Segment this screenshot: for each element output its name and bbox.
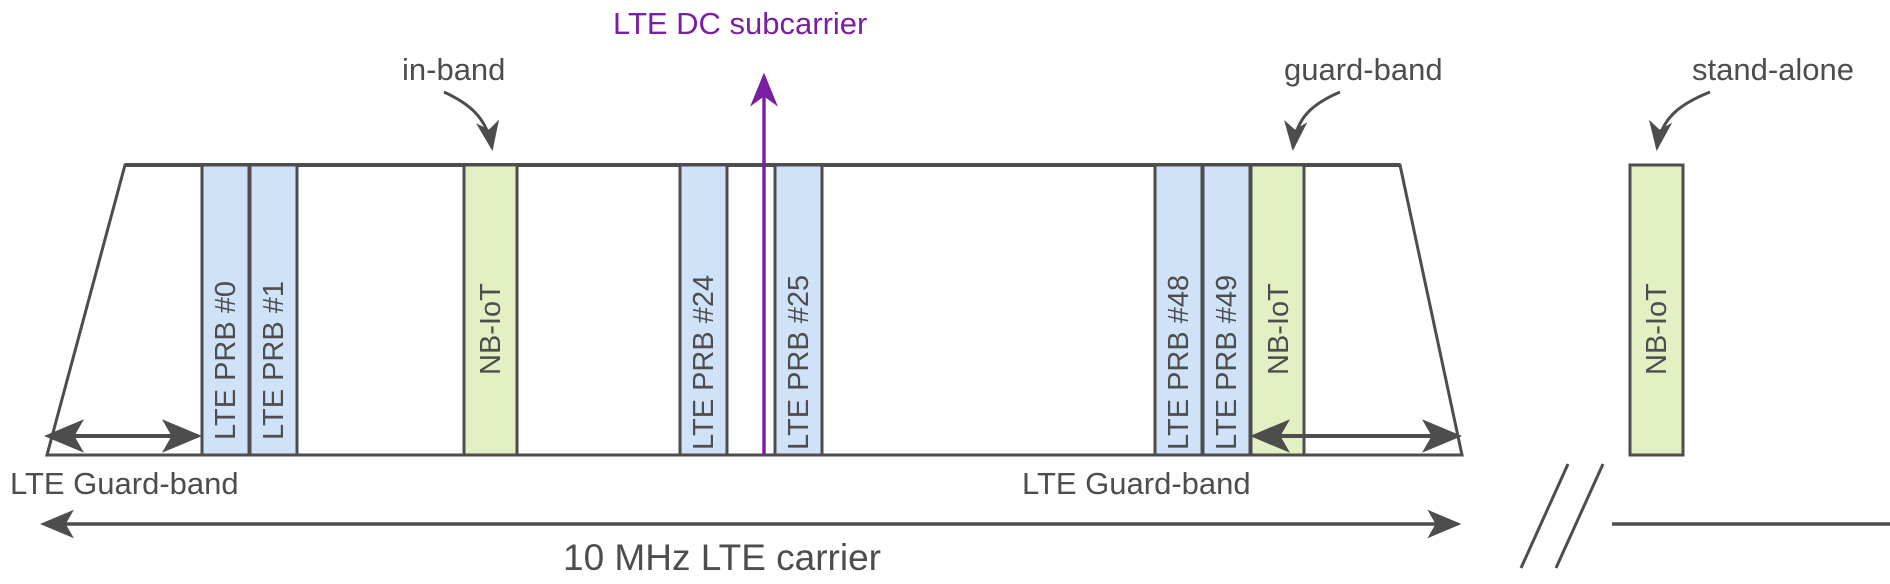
dc-subcarrier-label: LTE DC subcarrier xyxy=(613,6,867,41)
lte-dc-subcarrier-annotation: LTE DC subcarrier xyxy=(613,6,867,455)
stand-alone-label: stand-alone xyxy=(1692,52,1854,87)
block-rect xyxy=(773,163,824,457)
stand-alone-callout: stand-alone xyxy=(1648,52,1854,151)
block-label: NB-IoT xyxy=(475,283,507,375)
block-lte-prb-25[interactable]: LTE PRB #25 xyxy=(773,163,824,457)
right-guard-band-measure: LTE Guard-band xyxy=(1022,419,1462,501)
axis-break-slash-2 xyxy=(1554,463,1605,569)
block-rect xyxy=(462,163,519,457)
carrier-span-label: 10 MHz LTE carrier xyxy=(563,537,881,578)
guard-band-label: guard-band xyxy=(1284,52,1443,87)
block-rect xyxy=(1628,163,1685,457)
block-rect xyxy=(200,163,251,457)
block-label: NB-IoT xyxy=(1263,283,1295,375)
guard-band-arrow xyxy=(1284,90,1341,151)
in-band-label: in-band xyxy=(402,52,505,87)
block-lte-prb-24[interactable]: LTE PRB #24 xyxy=(678,163,729,457)
block-label: LTE PRB #48 xyxy=(1163,275,1195,450)
block-label: NB-IoT xyxy=(1641,283,1673,375)
carrier-span-measure: 10 MHz LTE carrier xyxy=(39,509,1462,578)
block-label: LTE PRB #49 xyxy=(1211,275,1243,450)
block-lte-prb-49[interactable]: LTE PRB #49 xyxy=(1201,163,1252,457)
spectrum-blocks: LTE PRB #0 LTE PRB #1 NB-IoT LTE PRB #24… xyxy=(200,163,1685,457)
axis-break-slash-1 xyxy=(1519,463,1570,569)
block-rect xyxy=(1249,163,1306,457)
block-label: LTE PRB #1 xyxy=(258,281,290,440)
right-guard-band-label: LTE Guard-band xyxy=(1022,466,1251,501)
block-label: LTE PRB #24 xyxy=(688,275,720,450)
block-nbiot-in-band[interactable]: NB-IoT xyxy=(462,163,519,457)
block-lte-prb-48[interactable]: LTE PRB #48 xyxy=(1153,163,1204,457)
block-label: LTE PRB #25 xyxy=(783,275,815,450)
block-nbiot-stand-alone[interactable]: NB-IoT xyxy=(1628,163,1685,457)
stand-alone-arrow xyxy=(1648,90,1711,151)
block-rect xyxy=(678,163,729,457)
guard-band-callout: guard-band xyxy=(1284,52,1443,151)
block-lte-prb-0[interactable]: LTE PRB #0 xyxy=(200,163,251,457)
in-band-callout: in-band xyxy=(402,52,505,151)
block-nbiot-guard-band[interactable]: NB-IoT xyxy=(1249,163,1306,457)
block-label: LTE PRB #0 xyxy=(210,281,242,440)
block-lte-prb-1[interactable]: LTE PRB #1 xyxy=(248,163,299,457)
block-rect xyxy=(1201,163,1252,457)
block-rect xyxy=(1153,163,1204,457)
left-guard-band-measure: LTE Guard-band xyxy=(10,419,239,501)
block-rect xyxy=(248,163,299,457)
axis-break xyxy=(1519,463,1890,569)
in-band-arrow xyxy=(443,90,500,151)
left-guard-band-label: LTE Guard-band xyxy=(10,466,239,501)
